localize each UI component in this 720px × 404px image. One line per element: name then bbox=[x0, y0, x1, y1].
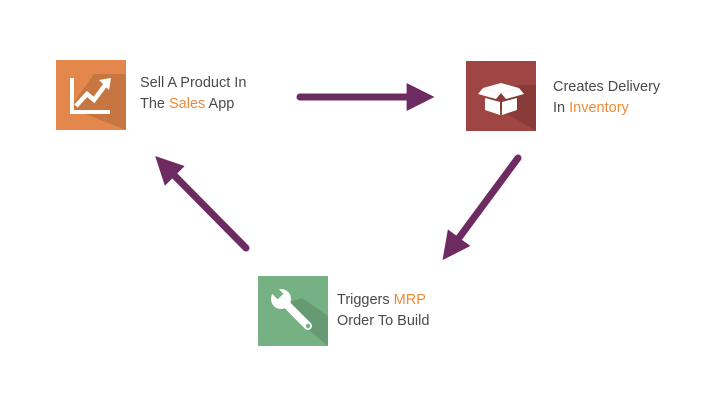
mrp-caption: Triggers MRP Order To Build bbox=[337, 290, 429, 332]
mrp-caption-pre: Triggers bbox=[337, 292, 394, 308]
inventory-highlight: Inventory bbox=[569, 100, 629, 116]
sales-caption-post: App bbox=[205, 96, 235, 112]
mrp-tile bbox=[258, 276, 328, 346]
sales-app-highlight: Sales bbox=[169, 96, 206, 112]
inventory-caption-pre: In bbox=[553, 100, 570, 116]
arrow-mrp-to-sales bbox=[155, 156, 250, 252]
inventory-tile bbox=[466, 61, 536, 131]
sales-caption: Sell A Product In The Sales App bbox=[140, 73, 246, 115]
wrench-icon bbox=[270, 286, 328, 346]
sales-caption-pre: The bbox=[140, 96, 170, 112]
mrp-caption-line1: Triggers MRP bbox=[337, 290, 429, 311]
inventory-caption-line2: In Inventory bbox=[553, 98, 660, 119]
inventory-caption: Creates Delivery In Inventory bbox=[553, 77, 660, 119]
arrow-inventory-to-mrp bbox=[442, 154, 522, 261]
sales-caption-line2: The Sales App bbox=[140, 94, 246, 115]
sales-caption-line1: Sell A Product In bbox=[140, 75, 247, 91]
open-box-icon bbox=[478, 83, 536, 131]
rising-chart-icon bbox=[70, 74, 126, 130]
inventory-caption-line1: Creates Delivery bbox=[553, 79, 661, 95]
sales-tile bbox=[56, 60, 126, 130]
mrp-highlight: MRP bbox=[393, 292, 426, 308]
mrp-caption-line2: Order To Build bbox=[337, 313, 430, 329]
